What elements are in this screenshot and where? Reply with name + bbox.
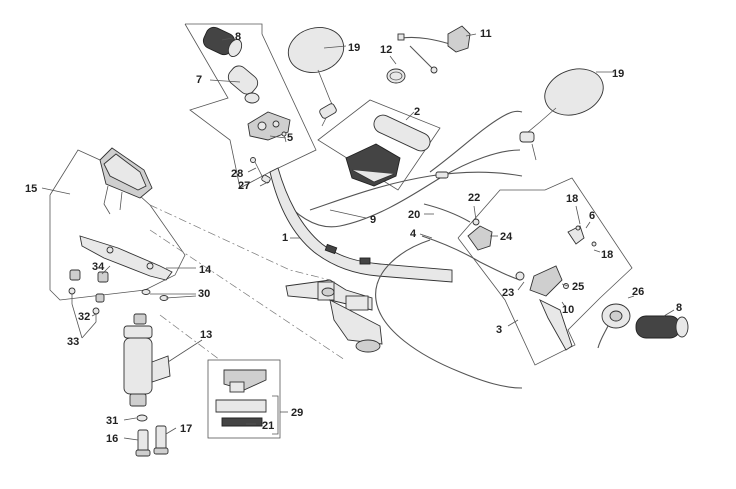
label-22: 22 [468,192,480,204]
handlebar-part [269,167,453,283]
mirror-left-part [287,27,345,127]
label-4: 4 [410,228,417,240]
right-switch-part [397,25,471,74]
small-screw-part [250,157,271,184]
label-28: 28 [231,168,243,180]
ignition-switch-part [123,313,171,407]
label-8-top: 8 [235,31,241,43]
label-9: 9 [370,214,376,226]
left-fasteners-part [68,269,109,322]
long-cable-part [375,235,523,389]
clamp-ring-part [386,68,406,84]
label-24: 24 [500,231,513,243]
instrument-cluster-part [99,147,153,215]
label-7: 7 [196,74,202,86]
label-31: 31 [106,415,118,427]
label-18-top: 18 [566,193,578,205]
label-15: 15 [25,183,37,195]
label-13: 13 [200,329,212,341]
label-10: 10 [562,304,574,316]
washers-part [141,289,169,301]
label-3: 3 [496,324,502,336]
label-8-right: 8 [676,302,682,314]
label-18-bottom: 18 [601,249,613,261]
mount-bracket-part [79,235,173,281]
label-27: 27 [238,180,250,192]
part-labels: 8 7 5 28 27 19 12 11 19 2 1 9 4 20 22 24… [25,28,682,445]
label-29: 29 [291,407,303,419]
label-25: 25 [572,281,584,293]
grip-cover-part [317,99,441,191]
label-16: 16 [106,433,118,445]
lower-fasteners-part [135,414,169,457]
label-26: 26 [632,286,644,298]
label-21: 21 [262,420,274,432]
label-19-left: 19 [348,42,360,54]
reader-module-part [215,369,267,427]
label-34: 34 [92,261,105,273]
label-2: 2 [414,106,420,118]
label-33: 33 [67,336,79,348]
label-5: 5 [287,132,293,144]
leader-lines [41,33,675,441]
right-lever-assembly-part [423,203,597,351]
grip-right-part [635,315,689,339]
label-1: 1 [282,232,288,244]
switch-housing-part [247,111,291,143]
label-20: 20 [408,209,420,221]
label-6: 6 [589,210,595,222]
grip-left-part [202,26,260,104]
mirror-right-part [519,68,604,161]
label-23: 23 [502,287,514,299]
handlebar-clamp-part [285,279,383,353]
label-17: 17 [180,423,192,435]
label-19-right: 19 [612,68,624,80]
label-12: 12 [380,44,392,56]
group-outlines [49,23,633,439]
label-14: 14 [199,264,212,276]
throttle-housing-part [597,303,631,349]
label-30: 30 [198,288,210,300]
label-11: 11 [480,28,492,40]
label-32: 32 [78,311,90,323]
